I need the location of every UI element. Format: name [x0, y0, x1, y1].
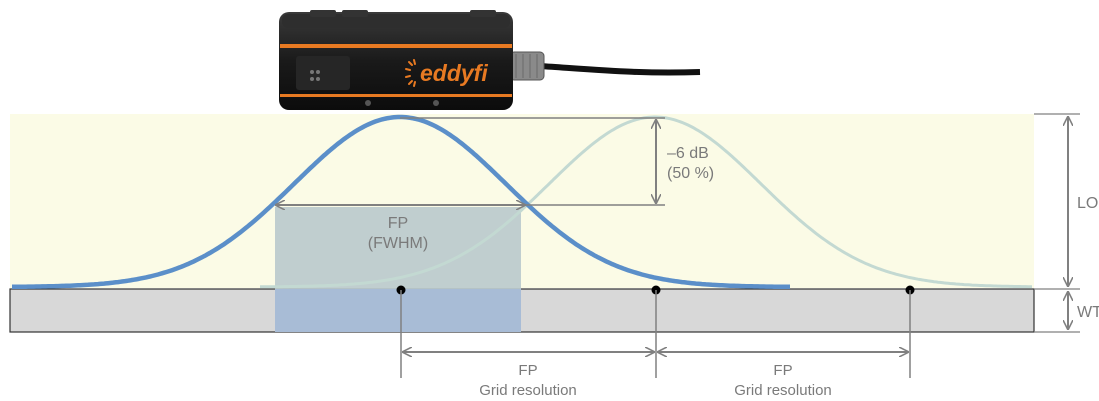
response-curve-primary: [12, 114, 790, 290]
probe-button: [310, 10, 336, 17]
fwhm-box: [275, 207, 521, 289]
probe-device: eddyfi: [279, 10, 701, 110]
fwhm-title-label: FP: [388, 215, 408, 232]
lift-off-label: LO: [1077, 195, 1098, 212]
attenuation-pct-label: (50 %): [667, 165, 714, 182]
fwhm-sub-label: (FWHM): [368, 235, 428, 252]
fwhm-box-plate: [275, 289, 521, 332]
probe-button: [342, 10, 368, 17]
brand-logo-text: eddyfi: [420, 60, 488, 86]
probe-button: [470, 10, 496, 17]
attenuation-db-label: –6 dB: [667, 145, 709, 162]
cable-connector: [509, 51, 545, 81]
wall-thickness-label: WT: [1077, 304, 1099, 321]
test-plate: [9, 288, 1035, 333]
grid-resolution-label-1: Grid resolution: [479, 382, 577, 399]
grid-fp-label-2: FP: [773, 362, 792, 379]
grid-fp-label-1: FP: [518, 362, 537, 379]
probe-cable: [539, 63, 701, 76]
probe-accent-stripe: [280, 94, 512, 97]
eddyfi-logo-mark: [405, 59, 416, 87]
probe-accent-stripe: [280, 44, 512, 48]
grid-resolution-label-2: Grid resolution: [734, 382, 832, 399]
